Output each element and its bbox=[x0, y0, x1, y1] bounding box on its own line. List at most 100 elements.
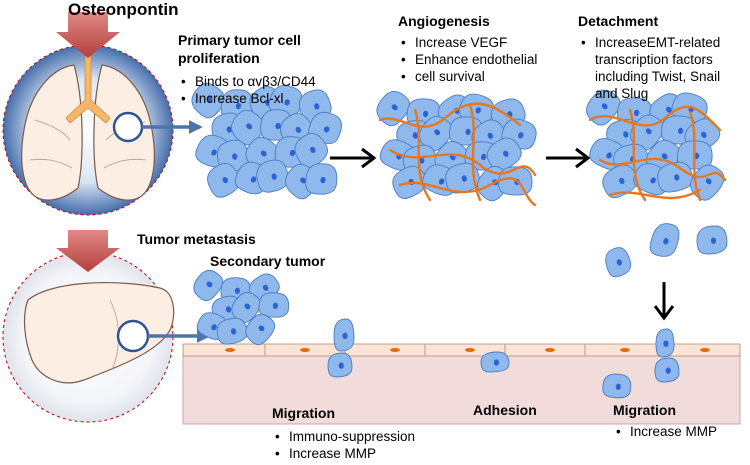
detachment-bullet-continued: and Slug bbox=[595, 86, 649, 101]
blood-vessel bbox=[378, 102, 522, 128]
cell-nucleus bbox=[226, 126, 232, 133]
cell-nucleus bbox=[272, 302, 279, 309]
primary-bullet: Increase Bcl-xl bbox=[178, 90, 316, 107]
cell-nucleus bbox=[661, 153, 668, 160]
cell-nucleus bbox=[449, 154, 456, 161]
migration-left-bullet: Increase MMP bbox=[272, 445, 415, 462]
cell-nucleus bbox=[244, 303, 251, 310]
cell-nucleus bbox=[487, 132, 494, 139]
cell-nucleus bbox=[601, 103, 608, 110]
cell-nucleus bbox=[211, 149, 217, 156]
tumor-cell bbox=[602, 373, 632, 399]
migration-right-heading: Migration bbox=[613, 402, 676, 418]
cell-nucleus bbox=[323, 126, 330, 133]
tumor-cell bbox=[231, 109, 265, 146]
cell-nucleus bbox=[645, 128, 652, 135]
angiogenesis-heading: Angiogenesis bbox=[398, 13, 490, 29]
cell-nucleus bbox=[493, 359, 499, 366]
cell-nucleus bbox=[275, 122, 281, 130]
tumor-cell bbox=[605, 247, 632, 278]
cell-nucleus bbox=[616, 259, 622, 266]
cell-nucleus bbox=[615, 383, 621, 391]
cell-nucleus bbox=[258, 325, 265, 332]
cell-nucleus bbox=[295, 126, 302, 133]
cell-nucleus bbox=[665, 367, 671, 374]
cell-nucleus bbox=[619, 177, 625, 185]
migration-right-bullets: Increase MMP bbox=[613, 423, 717, 440]
cell-nucleus bbox=[342, 332, 348, 339]
tumor-cell bbox=[654, 357, 680, 383]
step-arrow-2 bbox=[546, 147, 591, 169]
cell-nucleus bbox=[710, 237, 717, 244]
secondary-tumor-label: Secondary tumor bbox=[210, 253, 326, 269]
cell-nucleus bbox=[391, 104, 398, 111]
cell-nucleus bbox=[461, 175, 467, 182]
primary-heading: Primary tumor cell bbox=[178, 32, 301, 48]
cell-nucleus bbox=[234, 287, 241, 294]
migration-left-bullet: Immuno-suppression bbox=[272, 428, 415, 445]
cell-nucleus bbox=[503, 150, 509, 157]
cell-nucleus bbox=[422, 110, 429, 118]
tumor-cell bbox=[486, 137, 522, 172]
angiogenesis-bullet: Enhance endothelial bbox=[398, 51, 537, 68]
cell-nucleus bbox=[230, 328, 237, 335]
cell-nucleus bbox=[434, 129, 441, 136]
lung-organ bbox=[2, 12, 174, 216]
tumor-cell bbox=[655, 328, 675, 358]
cell-nucleus bbox=[320, 176, 326, 184]
cell-nucleus bbox=[211, 324, 217, 331]
cell-nucleus bbox=[419, 157, 425, 164]
blood-vessel bbox=[398, 177, 537, 207]
step-arrow-1 bbox=[330, 147, 377, 169]
tumor-cell bbox=[480, 351, 510, 373]
cell-nucleus bbox=[412, 132, 418, 139]
detachment-bullets: IncreaseEMT-related transcription factor… bbox=[578, 34, 720, 102]
cell-nucleus bbox=[438, 178, 445, 185]
figure-title: Osteonpontin bbox=[68, 0, 179, 19]
primary-bullets: Binds to αvβ3/CD44 Increase Bcl-xl bbox=[178, 73, 316, 107]
cell-nucleus bbox=[232, 153, 238, 160]
cell-nucleus bbox=[465, 128, 471, 136]
tumor-metastasis-label: Tumor metastasis bbox=[137, 231, 256, 247]
angiogenesis-continuation: cell survival bbox=[415, 69, 485, 84]
cell-nucleus bbox=[310, 146, 316, 153]
cell-nucleus bbox=[338, 362, 344, 369]
cell-nucleus bbox=[674, 174, 680, 181]
cell-nucleus bbox=[518, 132, 524, 139]
primary-bullet: Binds to αvβ3/CD44 bbox=[178, 73, 316, 90]
blood-vessel bbox=[608, 188, 702, 200]
cell-nucleus bbox=[663, 340, 669, 347]
cell-nucleus bbox=[225, 306, 232, 313]
cell-nucleus bbox=[475, 107, 481, 114]
cell-nucleus bbox=[650, 177, 656, 184]
cell-nucleus bbox=[633, 109, 640, 117]
cell-nucleus bbox=[250, 176, 257, 183]
blood-vessel bbox=[413, 108, 432, 202]
tumor-cell bbox=[216, 317, 248, 345]
cell-nucleus bbox=[606, 152, 612, 159]
cell-nucleus bbox=[663, 238, 669, 245]
tumor-cell bbox=[327, 352, 353, 378]
blood-vessel bbox=[628, 108, 647, 202]
cell-nucleus bbox=[246, 123, 253, 130]
angiogenesis-bullets: Increase VEGF Enhance endothelial cell s… bbox=[398, 34, 537, 85]
blood-vessel bbox=[388, 148, 537, 177]
tumor-cell bbox=[305, 163, 338, 195]
blood-vessel bbox=[688, 110, 702, 202]
tumor-cell bbox=[245, 313, 276, 346]
cell-nucleus bbox=[480, 153, 487, 161]
cell-nucleus bbox=[300, 177, 307, 184]
down-arrow bbox=[653, 282, 675, 321]
tumor-cell bbox=[376, 90, 410, 127]
tissue-band bbox=[182, 343, 741, 425]
migration-left-bullets: Immuno-suppression Increase MMP bbox=[272, 428, 415, 462]
angiogenesis-bullet: Increase VEGF bbox=[398, 34, 537, 51]
tumor-cell bbox=[193, 269, 224, 302]
cell-nucleus bbox=[222, 176, 228, 184]
cell-nucleus bbox=[260, 150, 267, 157]
cell-nucleus bbox=[271, 173, 277, 180]
detachment-bullet: IncreaseEMT-related bbox=[578, 34, 720, 51]
tumor-cell bbox=[696, 225, 728, 255]
cell-nucleus bbox=[677, 127, 684, 135]
